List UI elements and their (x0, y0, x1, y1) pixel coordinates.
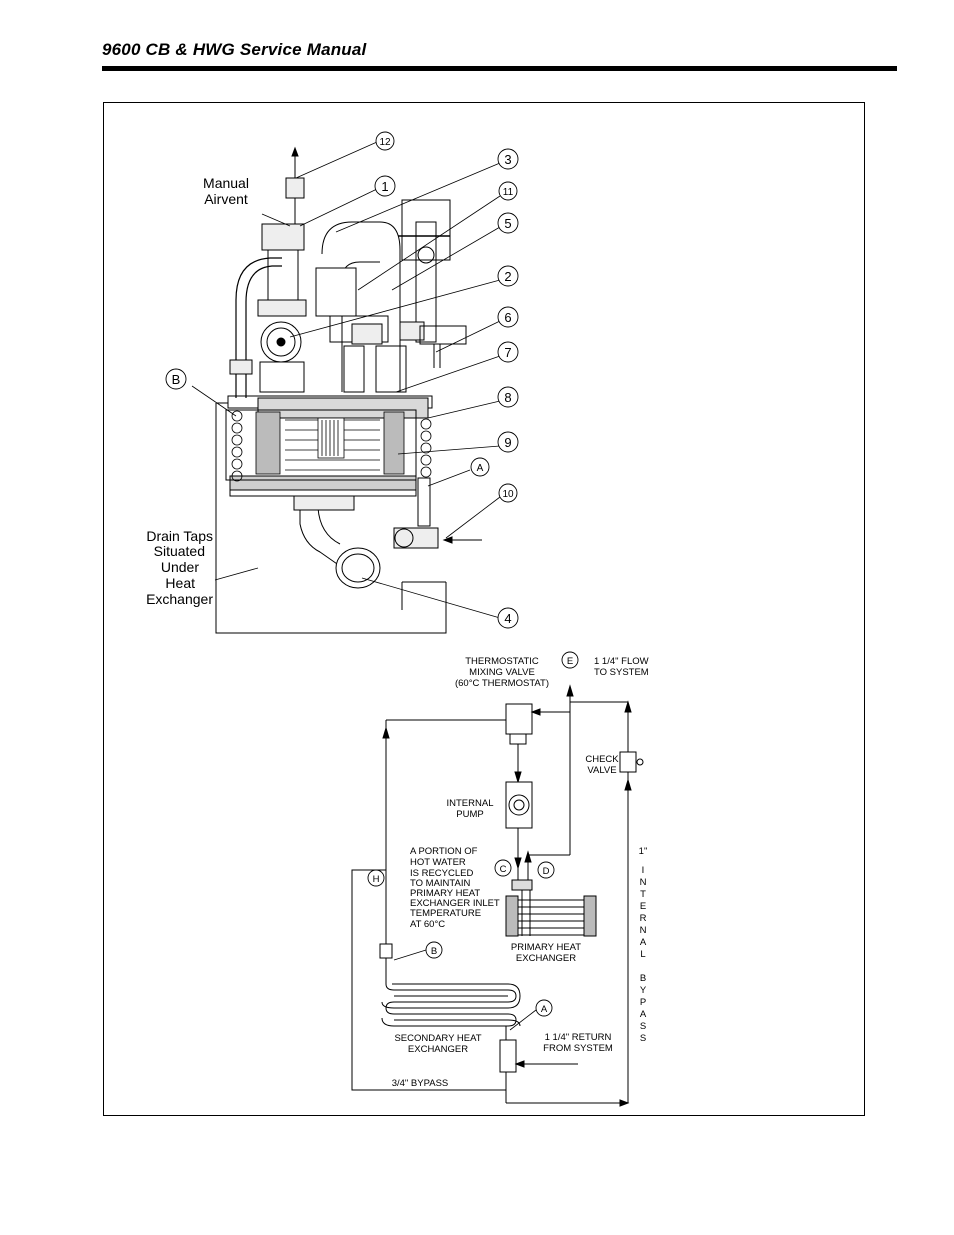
callout-8: 8 (504, 390, 511, 405)
flow-to-system-label-1: 1 1/4" FLOW (594, 656, 649, 667)
figure-frame (103, 102, 865, 1116)
heat-exchanger-coils (231, 410, 432, 482)
internal-pump-label-1: INTERNAL (447, 798, 494, 809)
internal-bypass-15: S (640, 1021, 646, 1032)
recycle-note-6: EXCHANGER INLET (410, 898, 500, 909)
callout-9: 9 (504, 435, 511, 450)
recycle-note-1: A PORTION OF (410, 846, 478, 857)
page-title: 9600 CB & HWG Service Manual (102, 40, 367, 59)
check-valve-label-2: VALVE (587, 765, 616, 776)
recycle-note-3: IS RECYCLED (410, 868, 473, 879)
point-a: A (541, 1004, 548, 1015)
primary-hx-label-2: EXCHANGER (516, 953, 576, 964)
callout-2: 2 (504, 269, 511, 284)
drain-taps-label-2: Situated (154, 543, 205, 559)
return-from-system-label-1: 1 1/4" RETURN (545, 1032, 612, 1043)
flow-schematic (351, 684, 644, 1107)
recycle-note-4: TO MAINTAIN (410, 878, 470, 889)
internal-bypass-7: N (640, 925, 647, 936)
callout-10: 10 (502, 489, 514, 500)
primary-hx-label-1: PRIMARY HEAT (511, 942, 581, 953)
callout-6: 6 (504, 310, 511, 325)
internal-bypass-4: T (640, 889, 646, 900)
point-d: D (543, 866, 550, 877)
internal-bypass-1: 1" (639, 846, 648, 857)
recycle-note-8: AT 60°C (410, 919, 445, 930)
internal-bypass-5: E (640, 901, 646, 912)
point-b: B (431, 946, 437, 957)
callout-4: 4 (504, 611, 511, 626)
thermostatic-valve-label-2: MIXING VALVE (469, 667, 535, 678)
manual-airvent-label-1: Manual (203, 175, 249, 191)
callout-1: 1 (381, 179, 388, 194)
thermostatic-valve-label-3: (60°C THERMOSTAT) (455, 678, 549, 689)
callout-3: 3 (504, 152, 511, 167)
callout-a: A (477, 463, 484, 474)
callout-7: 7 (504, 345, 511, 360)
recycle-note-7: TEMPERATURE (410, 908, 481, 919)
flow-to-system-label-2: TO SYSTEM (594, 667, 649, 678)
callout-circles (165, 131, 519, 629)
boiler-callouts (191, 141, 501, 619)
internal-bypass-2: I (642, 865, 645, 876)
internal-bypass-9: L (640, 949, 645, 960)
point-h: H (373, 874, 380, 885)
internal-bypass-13: P (640, 997, 646, 1008)
recycle-note-2: HOT WATER (410, 857, 466, 868)
check-valve-label-1: CHECK (585, 754, 619, 765)
internal-bypass-6: R (640, 913, 647, 924)
thermostatic-valve-label-1: THERMOSTATIC (465, 656, 539, 667)
callout-b: B (172, 372, 181, 387)
drain-taps-label-5: Exchanger (146, 591, 213, 607)
bypass-34-label: 3/4" BYPASS (392, 1078, 449, 1089)
point-c: C (500, 864, 507, 875)
callout-12: 12 (379, 137, 391, 148)
drain-taps-label-3: Under (161, 559, 199, 575)
internal-bypass-14: A (640, 1009, 647, 1020)
secondary-hx-label-1: SECONDARY HEAT (394, 1033, 481, 1044)
manual-airvent-label-2: Airvent (204, 191, 248, 207)
header-rule (102, 66, 897, 71)
schematic-point-circles (367, 651, 579, 1017)
internal-bypass-16: S (640, 1033, 646, 1044)
callout-5: 5 (504, 216, 511, 231)
secondary-hx-label-2: EXCHANGER (408, 1044, 468, 1055)
return-from-system-label-2: FROM SYSTEM (543, 1043, 613, 1054)
internal-bypass-8: A (640, 937, 647, 948)
boiler-drawing (215, 146, 482, 634)
recycle-note-5: PRIMARY HEAT (410, 888, 480, 899)
callout-11: 11 (503, 187, 514, 198)
drain-taps-label-1: Drain Taps (146, 528, 213, 544)
drain-taps-label-4: Heat (165, 575, 195, 591)
internal-bypass-12: Y (640, 985, 647, 996)
point-e: E (567, 656, 573, 667)
internal-pump-label-2: PUMP (456, 809, 483, 820)
internal-bypass-3: N (640, 877, 647, 888)
internal-bypass-11: B (640, 973, 646, 984)
